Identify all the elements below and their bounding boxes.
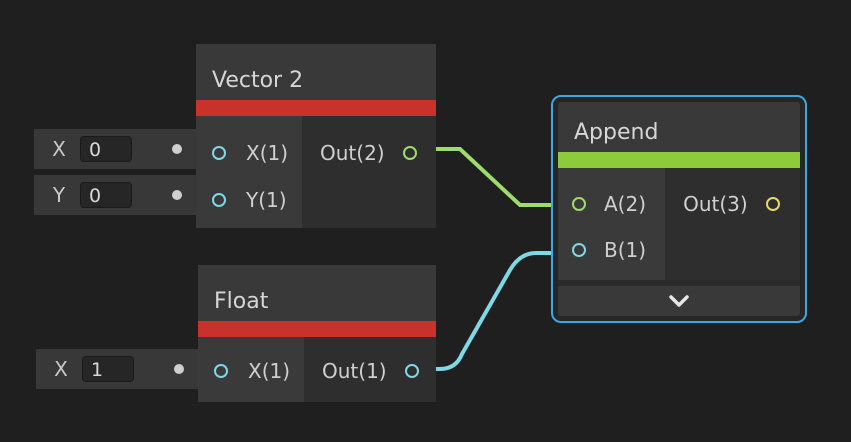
vector2-x-pin[interactable]: [212, 146, 226, 160]
y-field-label: Y: [52, 183, 66, 207]
append-a-pin[interactable]: [572, 197, 586, 211]
wire-vector2-to-append-a: [418, 147, 578, 207]
y-value-field: Y 0: [34, 175, 196, 215]
x-field-port[interactable]: [172, 144, 182, 154]
append-a-label: A(2): [604, 192, 647, 216]
float-outputs: Out(1): [304, 337, 436, 402]
chevron-down-icon: [669, 295, 689, 307]
float-header-bar: [198, 321, 436, 337]
append-expand-button[interactable]: [558, 286, 800, 316]
append-node-title: Append: [558, 102, 800, 152]
float-out-label: Out(1): [322, 359, 387, 383]
float-x-label: X(1): [248, 359, 291, 383]
append-out-pin[interactable]: [765, 197, 780, 211]
append-header-bar: [558, 152, 800, 168]
x-value-input[interactable]: 0: [80, 136, 132, 162]
vector2-y-label: Y(1): [246, 188, 287, 212]
append-inputs: A(2) B(1): [558, 168, 666, 280]
float-inputs: X(1): [198, 337, 304, 402]
vector2-node-title: Vector 2: [196, 44, 436, 100]
vector2-out-label: Out(2): [320, 141, 385, 165]
float-output[interactable]: Out(1): [322, 359, 419, 383]
float-x-field-label: X: [54, 357, 68, 381]
append-outputs: Out(3): [665, 168, 800, 280]
append-b-label: B(1): [604, 238, 647, 262]
vector2-input-y[interactable]: Y(1): [212, 188, 287, 212]
vector2-out-pin[interactable]: [402, 146, 417, 160]
vector2-header-bar: [196, 100, 436, 116]
float-node[interactable]: Float X(1) Out(1): [198, 265, 436, 402]
y-field-port[interactable]: [172, 190, 182, 200]
append-input-a[interactable]: A(2): [572, 192, 646, 216]
append-node-body: Append A(2) B(1) Out(3): [558, 102, 800, 316]
vector2-y-pin[interactable]: [212, 193, 226, 207]
float-x-value-field: X 1: [36, 349, 198, 389]
append-output[interactable]: Out(3): [683, 192, 780, 216]
float-x-pin[interactable]: [214, 364, 228, 378]
append-b-pin[interactable]: [572, 243, 586, 257]
vector2-outputs: Out(2): [302, 116, 436, 228]
append-out-label: Out(3): [683, 192, 748, 216]
float-out-pin[interactable]: [404, 364, 419, 378]
vector2-output[interactable]: Out(2): [320, 141, 417, 165]
vector2-node[interactable]: Vector 2 X(1) Y(1) Out(2): [196, 44, 436, 228]
float-x-value-input[interactable]: 1: [82, 356, 134, 382]
float-input-x[interactable]: X(1): [214, 359, 290, 383]
vector2-x-label: X(1): [246, 141, 289, 165]
vector2-inputs: X(1) Y(1): [196, 116, 302, 228]
float-x-field-port[interactable]: [174, 364, 184, 374]
y-value-input[interactable]: 0: [80, 182, 132, 208]
wire-float-to-append-b: [412, 251, 578, 371]
float-node-title: Float: [198, 265, 436, 321]
append-node[interactable]: Append A(2) B(1) Out(3): [551, 95, 807, 323]
x-field-label: X: [52, 137, 66, 161]
vector2-input-x[interactable]: X(1): [212, 141, 288, 165]
x-value-field: X 0: [34, 129, 196, 169]
append-input-b[interactable]: B(1): [572, 238, 646, 262]
